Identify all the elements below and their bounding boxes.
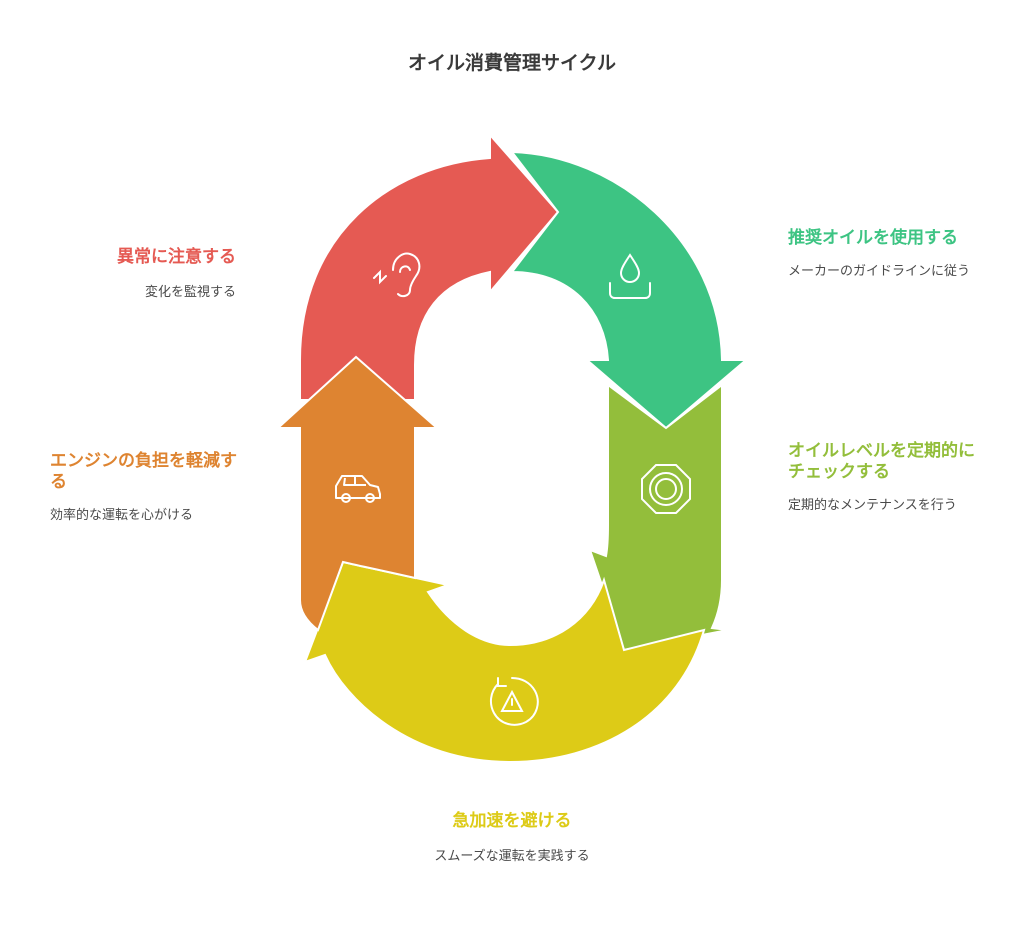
step-label-watch-anomalies: 異常に注意する 変化を監視する: [40, 247, 236, 301]
step-label-check-oil-level: オイルレベルを定期的にチェックする 定期的なメンテナンスを行う: [788, 441, 978, 514]
segment-orange: [275, 355, 440, 632]
car-icon: [335, 475, 381, 503]
step-heading: 推奨オイルを使用する: [788, 228, 958, 248]
step-label-reduce-engine-load: エンジンの負担を軽減する 効率的な運転を心がける: [50, 451, 240, 524]
step-heading: エンジンの負担を軽減する: [50, 451, 237, 492]
ear-icon: [373, 252, 421, 298]
step-description: 定期的なメンテナンスを行う: [788, 498, 957, 513]
segment-lime: [588, 382, 729, 652]
step-heading: オイルレベルを定期的にチェックする: [788, 441, 975, 482]
water-drop-icon: [609, 253, 651, 299]
step-label-use-recommended-oil: 推奨オイルを使用する メーカーのガイドラインに従う: [788, 228, 978, 280]
segment-green: [509, 150, 749, 430]
step-description: 効率的な運転を心がける: [50, 508, 194, 523]
step-heading: 異常に注意する: [117, 247, 236, 267]
segment-red: [299, 132, 560, 401]
step-description: メーカーのガイドラインに従う: [788, 264, 971, 279]
step-description: 変化を監視する: [144, 285, 236, 300]
diagram-title: オイル消費管理サイクル: [407, 52, 617, 74]
gauge-ring-icon: [641, 464, 691, 514]
step-description: スムーズな運転を実践する: [434, 849, 590, 864]
step-label-avoid-rapid-acceleration: 急加速を避ける スムーズな運転を実践する: [362, 811, 662, 865]
warning-rotate-icon: [489, 677, 539, 726]
step-heading: 急加速を避ける: [452, 811, 572, 831]
segment-yellow: [303, 560, 706, 764]
